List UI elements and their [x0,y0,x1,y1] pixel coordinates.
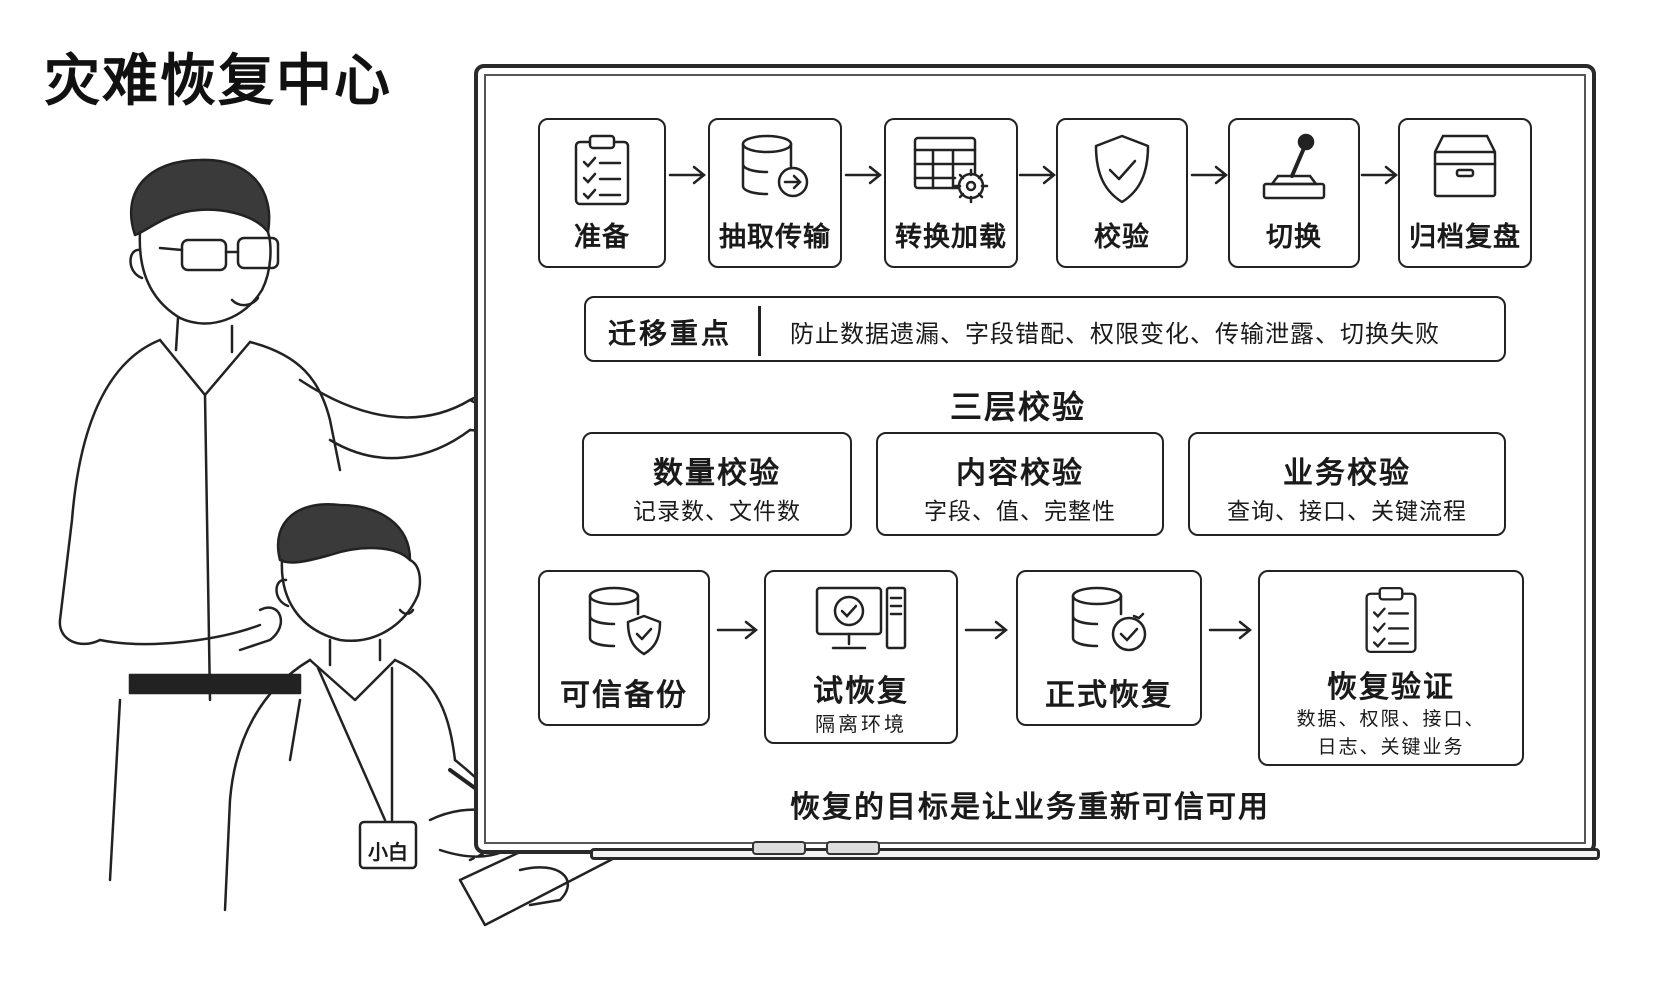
database-restore-icon [1071,586,1147,652]
recovery-label: 正式恢复 [1045,678,1173,713]
arrow-right-icon [844,165,883,185]
check-business: 业务校验 查询、接口、关键流程 [1188,432,1506,536]
shield-check-icon [1094,134,1150,204]
marker-1 [752,841,806,855]
migration-step-archive-review: 归档复盘 [1398,118,1532,268]
recovery-label: 试恢复 [813,674,909,709]
focus-text: 防止数据遗漏、字段错配、权限变化、传输泄露、切换失败 [790,320,1440,348]
checks-title: 三层校验 [950,388,1087,426]
check-title: 业务校验 [1283,456,1411,491]
check-desc: 记录数、文件数 [633,499,801,525]
migration-step-verify: 校验 [1056,118,1188,268]
arrow-right-icon [1190,165,1229,185]
database-export-icon [741,134,809,198]
recovery-label: 恢复验证 [1327,670,1455,705]
clipboard-checklist-icon [1365,586,1417,654]
arrow-right-icon [716,620,759,640]
migration-step-transform-load: 转换加载 [884,118,1018,268]
name-badge: 小白 [368,840,408,864]
migration-step-switch: 切换 [1228,118,1360,268]
step-label: 切换 [1266,222,1322,253]
focus-label: 迁移重点 [608,317,733,350]
goal-statement: 恢复的目标是让业务重新可信可用 [790,790,1270,825]
step-label: 归档复盘 [1409,222,1521,253]
check-count: 数量校验 记录数、文件数 [582,432,852,536]
step-label: 转换加载 [895,222,1007,253]
clipboard-checklist-icon [574,134,630,206]
check-desc: 查询、接口、关键流程 [1227,499,1467,525]
recovery-step-trial: 试恢复 隔离环境 [764,570,958,744]
step-label: 准备 [574,222,630,253]
step-label: 校验 [1094,222,1150,253]
arrow-right-icon [1208,620,1253,640]
check-desc: 字段、值、完整性 [924,499,1116,525]
recovery-sub-2: 日志、关键业务 [1317,736,1465,758]
recovery-step-trusted-backup: 可信备份 [538,570,710,726]
arrow-right-icon [964,620,1009,640]
computer-check-icon [815,586,907,650]
arrow-right-icon [1360,165,1399,185]
recovery-sub: 隔离环境 [815,712,907,736]
page-title: 灾难恢复中心 [44,48,392,114]
database-shield-icon [588,586,662,656]
migration-focus-box: 迁移重点 防止数据遗漏、字段错配、权限变化、传输泄露、切换失败 [584,296,1506,362]
migration-step-extract-transfer: 抽取传输 [708,118,842,268]
focus-divider [758,306,761,356]
migration-step-prepare: 准备 [538,118,666,268]
recovery-step-formal: 正式恢复 [1016,570,1202,726]
archive-box-icon [1433,134,1497,198]
arrow-right-icon [668,165,707,185]
recovery-sub: 数据、权限、接口、 [1296,708,1486,730]
arrow-right-icon [1018,165,1057,185]
lever-switch-icon [1262,133,1326,200]
table-gear-icon [913,136,989,204]
step-label: 抽取传输 [719,222,831,253]
check-content: 内容校验 字段、值、完整性 [876,432,1164,536]
check-title: 数量校验 [653,456,781,491]
marker-2 [826,841,880,855]
check-title: 内容校验 [956,456,1084,491]
recovery-step-validation: 恢复验证 数据、权限、接口、 日志、关键业务 [1258,570,1524,766]
recovery-label: 可信备份 [560,678,688,713]
whiteboard-tray [590,848,1600,860]
